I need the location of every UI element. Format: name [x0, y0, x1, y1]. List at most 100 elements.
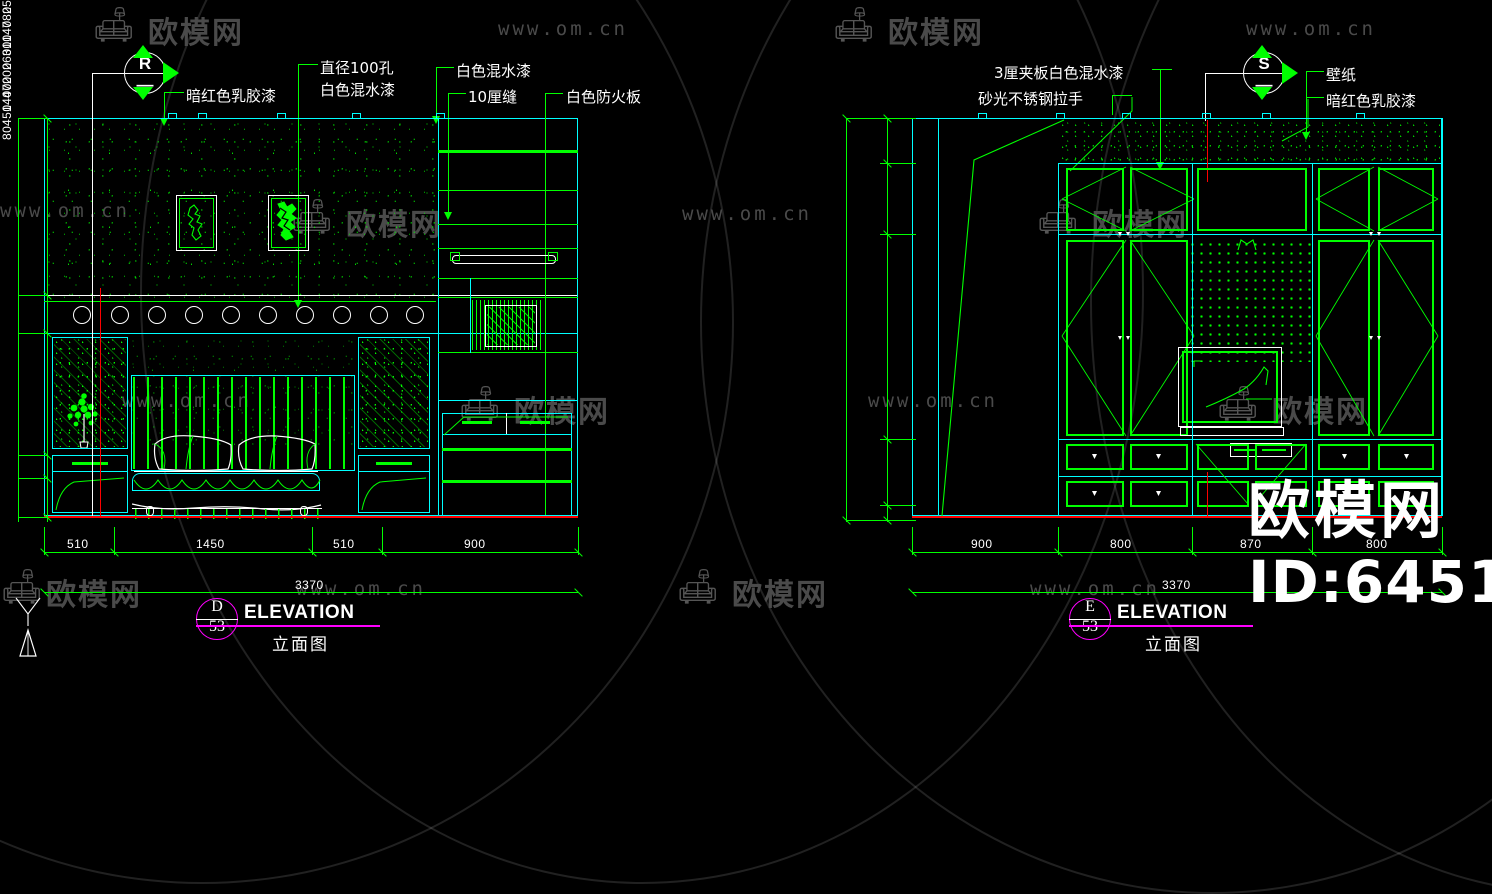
ceiling-notch — [1056, 113, 1065, 118]
watermark-sofa-icon: 🛋 — [0, 568, 44, 606]
section-marker-bar — [1238, 73, 1292, 74]
elevation-title-cn: 立面图 — [272, 635, 329, 655]
hanging-rail-bracket — [548, 252, 558, 261]
dim-line-vertical — [47, 118, 48, 522]
lower-drawer — [1130, 481, 1188, 507]
elevation-tag-number: 53 — [1070, 618, 1110, 636]
television-bezel — [1178, 347, 1282, 427]
cabinet-mullion — [1312, 163, 1313, 516]
dim-line-vertical-outer — [846, 118, 847, 522]
dim-extension — [18, 333, 48, 334]
nightstand-divider — [358, 471, 430, 472]
dim-extension-line — [18, 118, 19, 522]
dimension-value: 900 — [464, 537, 486, 551]
watermark-url: www.om.cn — [682, 203, 812, 225]
dimension-value: 900 — [971, 537, 993, 551]
leader-line — [1306, 71, 1307, 133]
hole-circle — [111, 306, 129, 324]
dim-extension — [1058, 527, 1059, 555]
shelf-line — [438, 297, 578, 298]
drawer-line — [442, 480, 572, 483]
section-marker-arrow — [163, 62, 179, 84]
door-handle-icon — [1377, 336, 1381, 340]
dim-extension — [18, 118, 48, 119]
band-bottom-line — [44, 333, 578, 334]
elevation-title-en: ELEVATION — [244, 602, 355, 623]
lower-drawer — [1378, 444, 1434, 470]
leader-line — [448, 93, 449, 213]
section-marker-wedge — [1252, 87, 1272, 100]
av-equipment-detail — [1262, 449, 1286, 451]
television-stand — [1180, 427, 1284, 436]
section-marker-letter: S — [1258, 54, 1270, 73]
shelf-line — [438, 352, 578, 353]
section-marker-wedge — [1252, 45, 1272, 58]
dim-line-total — [912, 592, 1442, 593]
wardrobe-door-tall — [1066, 240, 1124, 436]
dim-extension — [880, 439, 916, 440]
elevation-tag-circle: E 53 — [1069, 598, 1111, 640]
dim-line-vertical-inner — [887, 118, 888, 522]
total-dimension-value: 3370 — [295, 578, 324, 592]
leader-arrow — [432, 116, 440, 124]
ceiling-notch — [352, 113, 361, 118]
shelf-line — [438, 150, 578, 153]
upper-cabinet-door — [1066, 168, 1124, 231]
dim-extension — [1442, 527, 1443, 555]
door-handle-icon — [1377, 232, 1381, 236]
leader-line — [298, 64, 318, 65]
pillow-left — [153, 435, 232, 472]
dim-extension — [18, 455, 48, 456]
leader-line — [164, 92, 184, 93]
headboard-slats — [133, 377, 353, 469]
annotation-label: 白色混水漆 — [456, 62, 532, 80]
shelf-mullion — [470, 278, 471, 353]
right-side-panel-texture — [360, 339, 428, 447]
upper-cabinet-door-center — [1197, 168, 1307, 231]
elevation-tag-letter: D — [211, 598, 223, 615]
leader-arrow — [444, 212, 452, 220]
wall-art-inner — [271, 198, 306, 248]
elevation-tag-circle: D 53 — [196, 598, 238, 640]
shelf-line — [438, 224, 578, 225]
wall-edge — [938, 118, 939, 516]
leader-line — [1112, 95, 1132, 96]
annotation-label: 暗红色乳胶漆 — [186, 87, 277, 105]
hole-circle — [222, 306, 240, 324]
centerline-red — [1207, 472, 1208, 518]
door-swing-x — [1377, 239, 1439, 437]
door-handle-icon — [1118, 336, 1122, 340]
ceiling-notch — [978, 113, 987, 118]
dim-line-horizontal — [912, 552, 1442, 553]
lower-cabinet-door — [1255, 481, 1307, 507]
dim-extension — [312, 527, 313, 555]
elevation-title-rule — [1069, 625, 1253, 627]
drawer-handle-icon — [1092, 491, 1097, 496]
centerline-red — [1207, 120, 1208, 182]
elevation-tag-separator — [196, 619, 238, 620]
watermark-url: www.om.cn — [296, 578, 426, 600]
drawer-divider — [506, 413, 507, 434]
door-swing-x — [1195, 443, 1307, 505]
dimension-value: 870 — [1240, 537, 1262, 551]
leader-line — [1160, 69, 1161, 164]
left-side-panel-diagonal — [54, 339, 126, 447]
shelf-line — [438, 248, 578, 249]
leader-line — [436, 67, 454, 68]
wall-art-motif — [276, 201, 297, 241]
watermark-logo: 欧模网 — [1092, 208, 1188, 243]
upper-cabinet-door — [1318, 168, 1370, 231]
watermark-sofa-icon: 🛋 — [832, 6, 876, 44]
leader-arrow — [294, 300, 302, 308]
dim-extension — [578, 527, 579, 555]
elevation-title-en: ELEVATION — [1117, 602, 1228, 623]
lower-drawer — [1378, 481, 1434, 507]
av-equipment-detail — [1234, 449, 1256, 451]
plant-icon — [67, 393, 98, 448]
hole-circle — [406, 306, 424, 324]
ceiling-notch — [1356, 113, 1365, 118]
annotation-label: 直径100孔 — [320, 59, 394, 77]
leader-line — [1112, 95, 1113, 115]
television-screen-frame — [1182, 351, 1278, 423]
watermark-sofa-icon: 🛋 — [458, 385, 502, 423]
